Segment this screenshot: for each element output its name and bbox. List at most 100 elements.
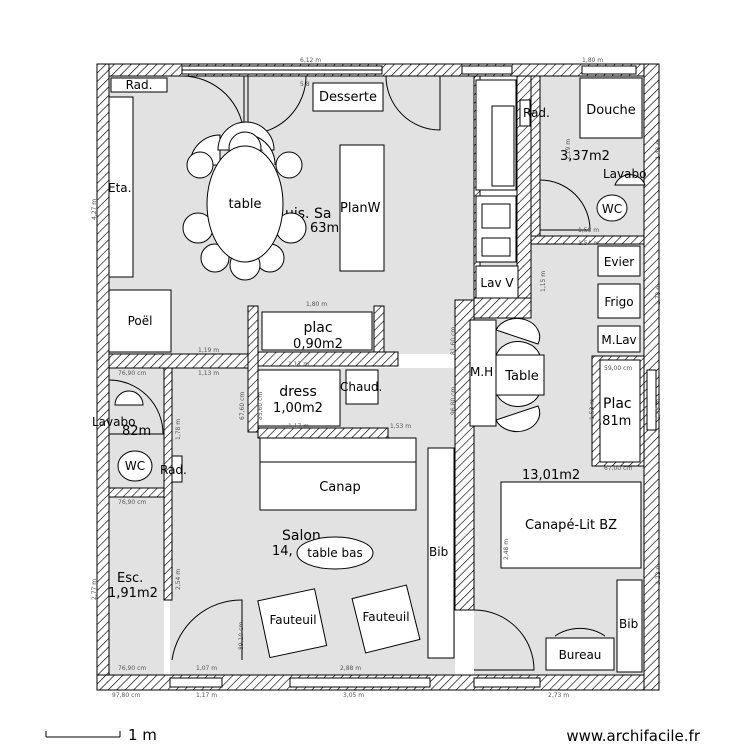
door-bureau	[554, 627, 606, 637]
door-douche	[539, 179, 591, 231]
wall-interior-11	[530, 235, 645, 245]
right-table-chairs	[495, 317, 542, 433]
door-wc	[108, 379, 164, 435]
room-salon-area: 14,	[272, 544, 293, 559]
dim-7690a: 76,90 cm	[118, 370, 146, 377]
kitchen-table-label: table	[229, 197, 262, 212]
fauteuil-1-label: Fauteuil	[269, 613, 316, 627]
furniture: Rad. Desserte Eta. uis. Sa 63m table Pl	[92, 77, 646, 673]
scale-bar-label: 1 m	[128, 726, 157, 744]
dim-bot-273: 2,73 m	[548, 692, 569, 699]
oven-drawer	[481, 237, 511, 257]
dim-219: 2,19 m	[565, 139, 572, 160]
dim-top-612: 6,12 m	[300, 57, 321, 64]
placard-top-area: 0,90m2	[293, 337, 343, 352]
radiator-left	[171, 455, 183, 483]
placard-top-label: plac	[303, 320, 332, 336]
dim-left-427: 4,27 m	[91, 199, 98, 220]
wc-top-label: WC	[602, 202, 622, 216]
etagere-label: Eta.	[108, 181, 131, 195]
wall-interior-1	[108, 353, 250, 369]
meuble-haut-label: M.H	[470, 365, 493, 379]
dim-right-248: 2,48 m	[655, 139, 662, 160]
radiator-mid	[519, 99, 531, 127]
wall-interior-14	[530, 75, 541, 237]
machine-a-laver-label: M.Lav	[601, 333, 636, 347]
fauteuil-1	[257, 588, 328, 659]
room-salon-label: Salon	[282, 528, 321, 544]
door-salon	[171, 599, 243, 661]
dim-bot-9780: 97,80 cm	[112, 692, 140, 699]
bibliotheque-right	[616, 579, 643, 673]
frigo	[597, 283, 641, 319]
canape-back	[259, 437, 417, 463]
kitchen-unit-inner	[491, 105, 515, 187]
douche	[579, 77, 643, 139]
canape	[259, 461, 417, 511]
wall-interior-8	[454, 299, 475, 611]
dim-117a: 1,17 m	[288, 361, 309, 368]
evier	[597, 245, 641, 277]
wc-top	[596, 194, 628, 222]
poele-label: Poël	[128, 314, 153, 328]
placard-right-area: ,81m	[598, 414, 631, 429]
room-cuisine-area: 63m	[310, 221, 339, 236]
right-table-label: Table	[504, 369, 539, 384]
radiator-left-label: Rad.	[160, 463, 187, 477]
wall-interior-3	[373, 305, 385, 353]
dim-8910: 89,10 cm	[238, 622, 245, 650]
lave-vaisselle	[475, 265, 519, 299]
meuble-haut	[469, 319, 497, 427]
dim-113: 1,13 m	[198, 370, 219, 377]
dim-158: 1,58 m	[578, 227, 599, 234]
dim-7690c: 76,90 cm	[118, 665, 146, 672]
dim-6760: 67,60 cm	[239, 392, 246, 420]
evier-label: Evier	[604, 255, 634, 269]
room-escalier-area: 1,91m2	[108, 586, 158, 601]
room-douche-area: 3,37m2	[560, 149, 610, 164]
kitchen-table	[206, 145, 284, 263]
watermark: www.archifacile.fr	[566, 727, 700, 745]
dim-8560: 85,60 cm	[257, 392, 264, 420]
room-escalier-label: Esc.	[117, 571, 143, 586]
wc-left	[117, 450, 153, 482]
dim-bot-305: 3,05 m	[343, 692, 364, 699]
dressing-area: 1,00m2	[273, 401, 323, 416]
placard-right-label: Plac	[603, 396, 632, 412]
wall-interior-7	[257, 427, 389, 439]
dim-180: 1,80 m	[306, 301, 327, 308]
douche-label: Douche	[586, 103, 636, 118]
oven-door	[481, 203, 511, 229]
dim-right-145: 1,45 m	[655, 399, 662, 420]
plan-de-travail	[339, 144, 385, 272]
desserte	[312, 82, 384, 112]
table-basse-label: table bas	[307, 546, 362, 560]
wall-interior-5	[163, 367, 173, 601]
dim-178: 1,78 m	[175, 419, 182, 440]
dim-right-322: 3,22 m	[655, 564, 662, 585]
frigo-label: Frigo	[604, 295, 633, 309]
dim-right-178: 1,78 m	[655, 284, 662, 305]
wall-interior-12	[473, 297, 532, 319]
etagere	[108, 96, 134, 278]
poele	[108, 289, 172, 353]
dim-6700: 67,00 cm	[604, 465, 632, 472]
door-window-3	[385, 75, 441, 131]
canape-lit-label: Canapé-Lit BZ	[525, 518, 617, 533]
lave-vaisselle-label: Lav V	[480, 276, 514, 290]
dim-5900: 59,00 cm	[604, 365, 632, 372]
chauffe-eau-label: Chaud.	[340, 380, 382, 394]
fauteuil-2	[351, 584, 421, 654]
radiator-top	[110, 77, 168, 93]
dressing-label: dress	[279, 384, 317, 400]
placard-top	[261, 311, 373, 351]
canape-label: Canap	[319, 480, 361, 495]
dim-top-180: 1,80 m	[582, 57, 603, 64]
fauteuil-2-label: Fauteuil	[362, 610, 409, 624]
radiator-top-label: Rad.	[126, 78, 153, 92]
dimension-labels: 6,12 m 1,80 m 5,8 4,27 m 2,77 m 2,48 m 1…	[91, 57, 662, 699]
bureau	[545, 637, 615, 671]
placard-right	[599, 359, 641, 463]
room-chambre-area: 13,01m2	[522, 468, 580, 483]
dim-107: 1,07 m	[196, 665, 217, 672]
